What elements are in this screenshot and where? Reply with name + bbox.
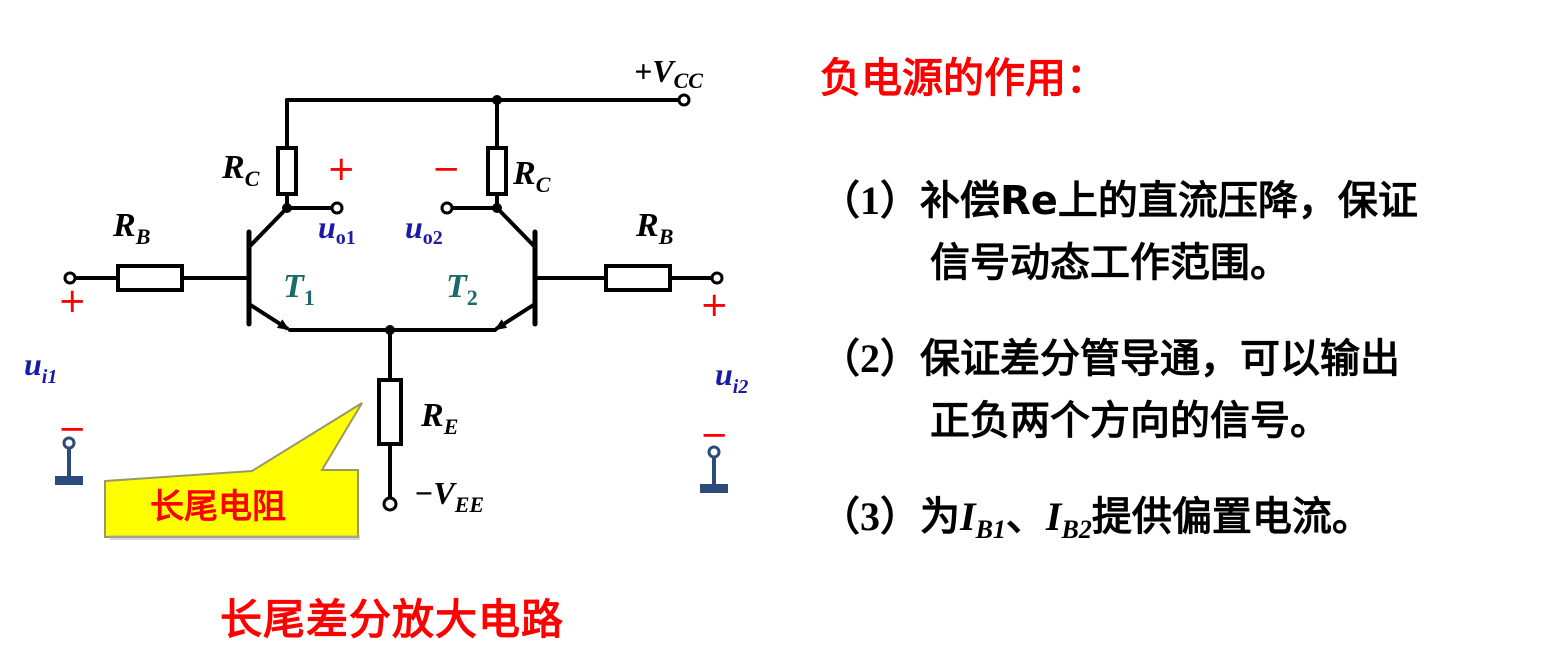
ground-symbols bbox=[55, 436, 728, 493]
list-item: （2）保证差分管导通，可以输出 正负两个方向的信号。 bbox=[820, 328, 1550, 452]
junction-dots bbox=[282, 95, 502, 335]
ui2-minus: − bbox=[700, 415, 729, 455]
list-item: （1）补偿Re上的直流压降，保证 信号动态工作范围。 bbox=[820, 170, 1550, 294]
ui1-terminal bbox=[63, 271, 77, 285]
item-number: （1） bbox=[820, 178, 920, 223]
item-number: （3） bbox=[820, 494, 920, 539]
t1-label: T1 bbox=[283, 268, 315, 310]
ui2-terminal bbox=[710, 271, 724, 285]
item-separator: 、 bbox=[1005, 494, 1046, 540]
item-number: （2） bbox=[820, 336, 920, 381]
vee-terminal bbox=[382, 496, 398, 512]
ui2-label: ui2 bbox=[715, 356, 748, 398]
long-tail-differential-amplifier-circuit: 长尾电阻 +VCC RC RC RB RB RE −VEE T1 T2 bbox=[24, 53, 748, 540]
wires bbox=[73, 98, 714, 501]
uo2-label: uo2 bbox=[405, 209, 443, 249]
callout: 长尾电阻 bbox=[104, 402, 363, 540]
rb-right-resistor bbox=[604, 264, 672, 292]
vee-label: −VEE bbox=[414, 475, 484, 517]
t2-label: T2 bbox=[446, 268, 478, 310]
ib1-symbol: I bbox=[960, 494, 976, 539]
item-text: 为 bbox=[920, 494, 960, 540]
polarity-marks: + − + − + − bbox=[58, 149, 729, 455]
circuit-caption: 长尾差分放大电路 bbox=[220, 595, 565, 644]
item-text: 正负两个方向的信号。 bbox=[930, 398, 1330, 444]
ib2-symbol: I bbox=[1045, 494, 1062, 539]
vcc-terminal bbox=[677, 93, 691, 107]
component-labels: +VCC RC RC RB RB RE −VEE T1 T2 uo1 uo2 bbox=[24, 53, 748, 517]
uo1-plus: + bbox=[327, 149, 356, 189]
rc-left-resistor bbox=[276, 146, 298, 196]
heading: 负电源的作用： bbox=[820, 54, 1107, 102]
re-label: RE bbox=[420, 397, 458, 439]
ui2-plus: + bbox=[700, 285, 729, 325]
re-resistor bbox=[377, 378, 403, 446]
ground-right bbox=[700, 445, 728, 493]
ui1-minus: − bbox=[58, 409, 87, 449]
item-text: 信号动态工作范围。 bbox=[930, 240, 1290, 286]
ground-left bbox=[55, 436, 83, 485]
list-item: （3）为IB1、IB2提供偏置电流。 bbox=[820, 486, 1550, 548]
vcc-label: +VCC bbox=[634, 53, 703, 93]
rb-left-resistor bbox=[116, 264, 184, 292]
rc-left-label: RC bbox=[221, 149, 260, 191]
terminals bbox=[63, 93, 724, 512]
item-text: 补偿Re上的直流压降，保证 bbox=[920, 178, 1418, 224]
ib1-subscript: B1 bbox=[975, 515, 1006, 544]
callout-label: 长尾电阻 bbox=[150, 487, 286, 527]
uo2-terminal bbox=[440, 201, 454, 215]
ui1-label: ui1 bbox=[24, 346, 57, 388]
rc-right-label: RC bbox=[512, 155, 551, 197]
uo1-terminal bbox=[330, 201, 344, 215]
rc-right-resistor bbox=[486, 146, 508, 196]
explanation-panel: 负电源的作用： （1）补偿Re上的直流压降，保证 信号动态工作范围。 （2）保证… bbox=[820, 44, 1550, 548]
item-text: 提供偏置电流。 bbox=[1091, 494, 1372, 540]
uo2-minus: − bbox=[432, 149, 461, 189]
ib2-subscript: B2 bbox=[1061, 515, 1092, 544]
uo1-label: uo1 bbox=[318, 209, 356, 249]
item-text: 保证差分管导通，可以输出 bbox=[920, 336, 1400, 382]
emitter-arrows bbox=[247, 302, 537, 331]
ui1-plus: + bbox=[58, 281, 87, 321]
resistors bbox=[116, 146, 672, 446]
rb-right-label: RB bbox=[635, 207, 673, 249]
rb-left-label: RB bbox=[112, 207, 150, 249]
